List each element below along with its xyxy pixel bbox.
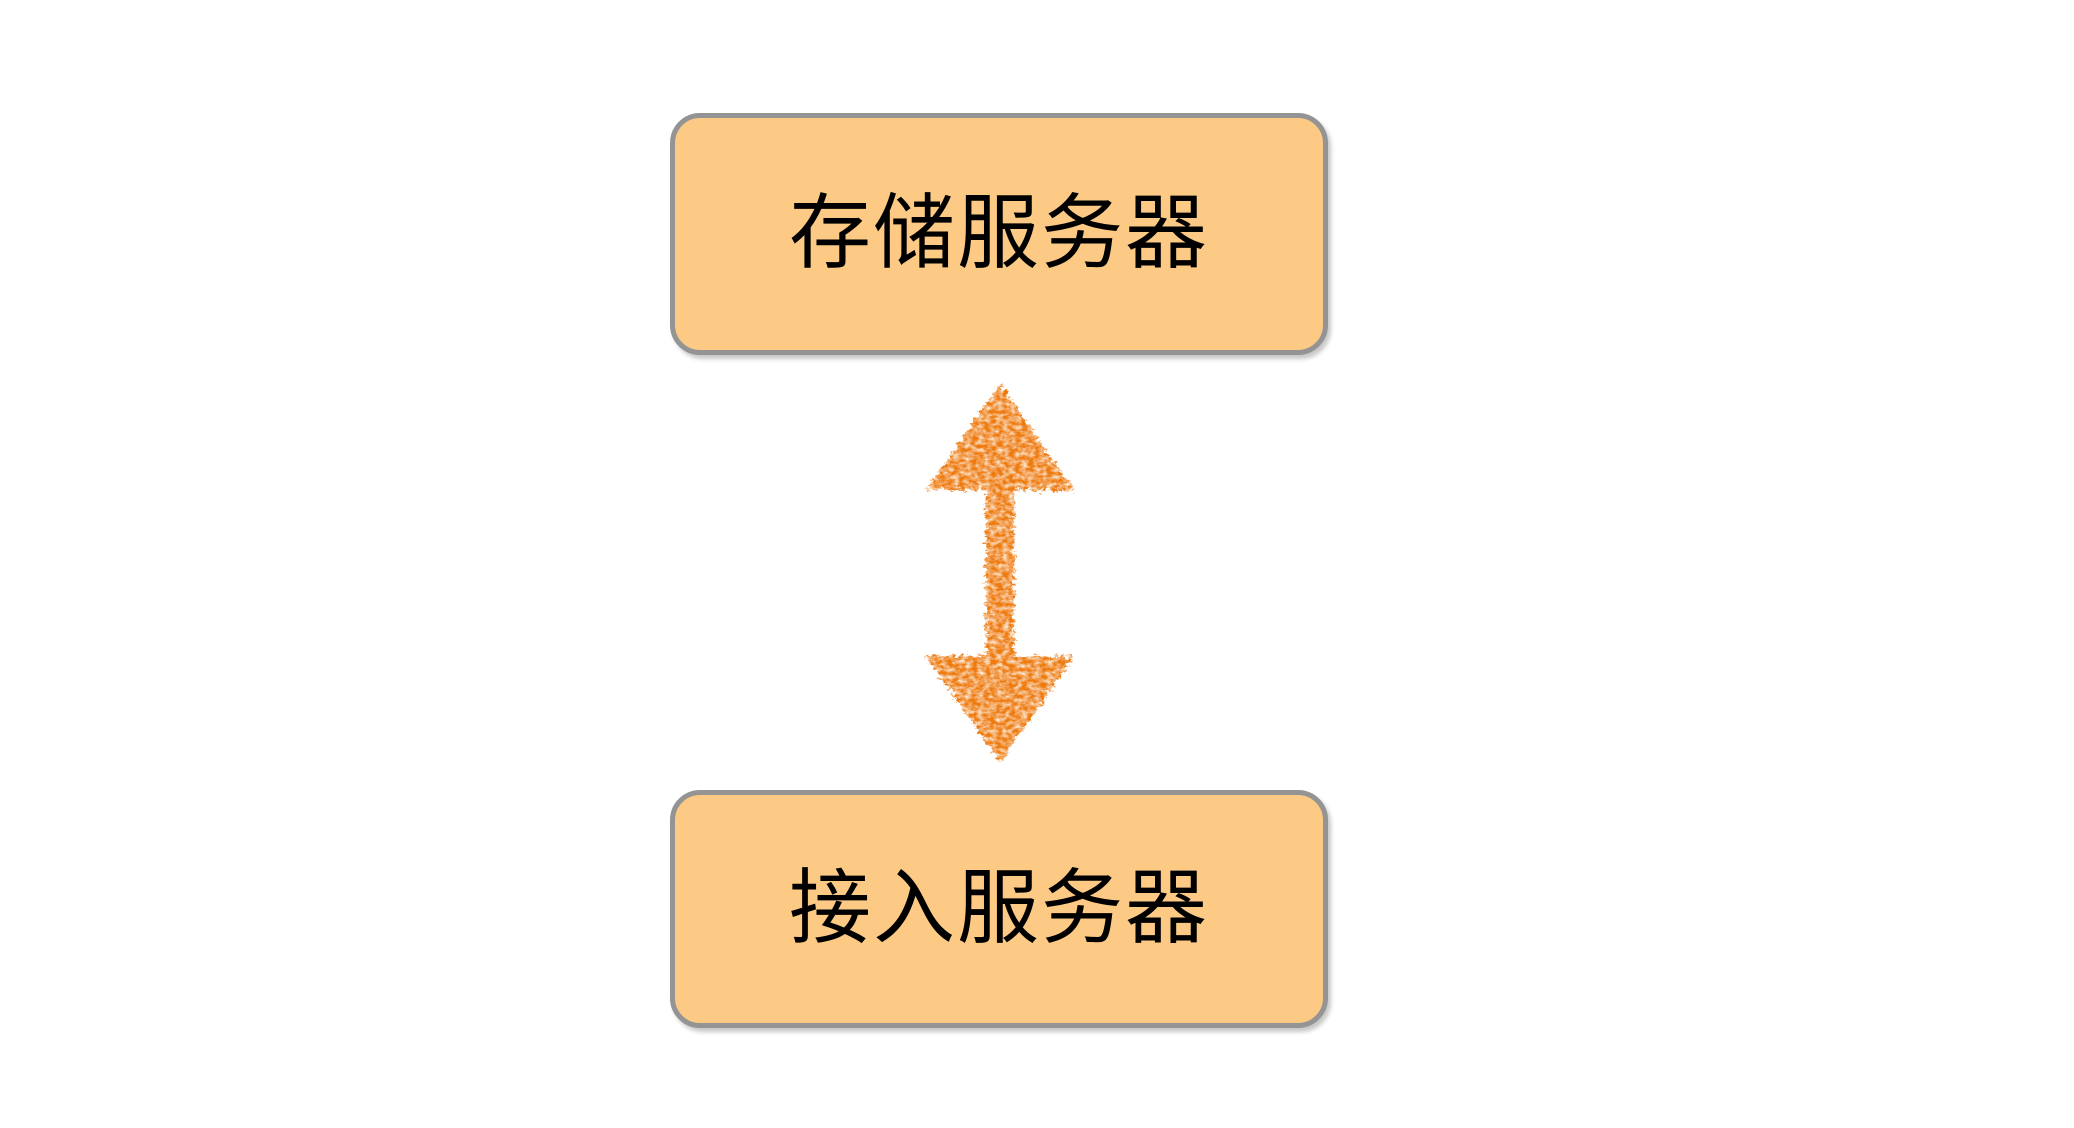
arrow-body (926, 384, 1074, 762)
node-storage-server[interactable]: 存储服务器 (670, 113, 1328, 355)
node-access-server[interactable]: 接入服务器 (670, 790, 1328, 1028)
node-access-server-label: 接入服务器 (788, 861, 1209, 956)
node-storage-server-label: 存储服务器 (788, 186, 1209, 281)
double-headed-vertical-arrow-icon (926, 384, 1074, 762)
